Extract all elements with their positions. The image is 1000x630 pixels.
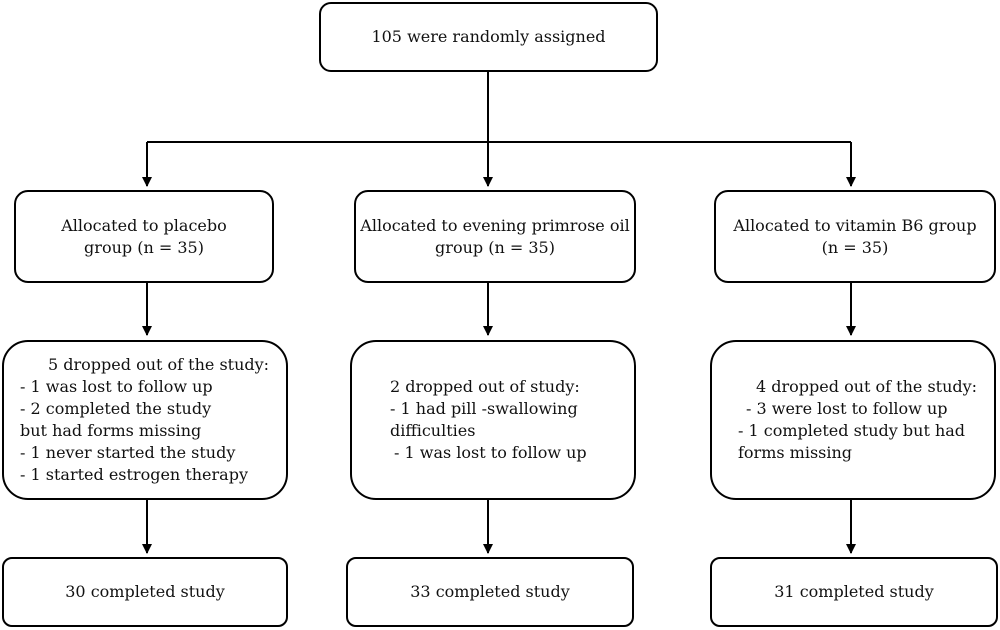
placebo-allocation-box: Allocated to placebo group (n = 35) [14,190,274,283]
placebo-dropout-heading: 5 dropped out of the study: [48,355,270,374]
primrose-allocation-line-2: group (n = 35) [435,237,555,257]
placebo-dropout-item: 1 started estrogen therapy [20,464,278,486]
randomized-text: 105 were randomly assigned [371,27,606,46]
placebo-dropout-list: 1 was lost to follow up 2 completed the … [20,376,278,486]
primrose-completed-box: 33 completed study [346,557,634,627]
vitamin-completed-box: 31 completed study [710,557,998,627]
vitamin-completed-text: 31 completed study [774,582,934,601]
primrose-allocation-line-1: Allocated to evening primrose oil [360,215,630,235]
placebo-dropout-item: 1 was lost to follow up [20,376,278,398]
placebo-dropout-item: 2 completed the study but had forms miss… [20,398,278,442]
placebo-dropout-item: 1 never started the study [20,442,278,464]
vitamin-dropout-item: 1 completed study but had forms missing [738,420,986,464]
vitamin-dropout-item: 3 were lost to follow up [738,398,986,420]
primrose-dropout-heading: 2 dropped out of study: [390,377,580,396]
placebo-allocation-line-1: Allocated to placebo [61,215,227,235]
vitamin-dropout-heading: 4 dropped out of the study: [756,377,978,396]
primrose-dropout-box: 2 dropped out of study: 1 had pill -swal… [350,340,636,500]
primrose-completed-text: 33 completed study [410,582,570,601]
vitamin-dropout-box: 4 dropped out of the study: 3 were lost … [710,340,996,500]
primrose-dropout-item: 1 was lost to follow up [390,442,626,464]
placebo-completed-text: 30 completed study [65,582,225,601]
vitamin-allocation-line-1: Allocated to vitamin B6 group [733,215,977,235]
vitamin-dropout-list: 3 were lost to follow up 1 completed stu… [738,398,986,464]
primrose-dropout-list: 1 had pill -swallowing difficulties 1 wa… [390,398,626,464]
primrose-allocation-box: Allocated to evening primrose oil group … [354,190,636,283]
vitamin-allocation-box: Allocated to vitamin B6 group (n = 35) [714,190,996,283]
placebo-allocation-line-2: group (n = 35) [84,237,204,257]
vitamin-allocation-line-2: (n = 35) [821,237,889,257]
primrose-dropout-item: 1 had pill -swallowing difficulties [390,398,626,442]
placebo-dropout-box: 5 dropped out of the study: 1 was lost t… [2,340,288,500]
placebo-completed-box: 30 completed study [2,557,288,627]
randomized-box: 105 were randomly assigned [319,2,658,72]
